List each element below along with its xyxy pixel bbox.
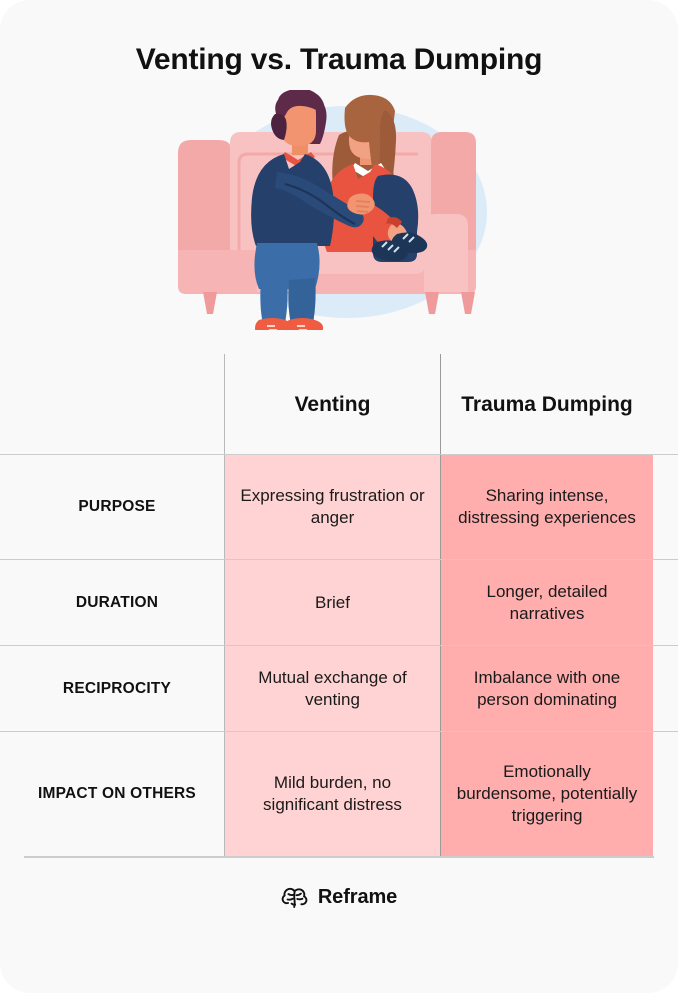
footer-branding: Reframe xyxy=(0,886,678,909)
person1-sweater xyxy=(251,154,334,247)
couch-leg-3 xyxy=(425,292,439,315)
couch-illustration xyxy=(178,90,487,331)
person2-shoe-right xyxy=(391,232,428,254)
brain-icon xyxy=(281,887,308,908)
person1-hair-front xyxy=(277,90,325,118)
row-label-impact-on-others: IMPACT ON OTHERS xyxy=(38,785,196,803)
table-bottom-divider xyxy=(24,856,654,858)
person1-jeans-leg-right xyxy=(288,278,316,325)
couch-leg-1 xyxy=(203,292,217,315)
cell-impact-dumping: Emotionally burdensome, potentially trig… xyxy=(440,732,653,857)
person1-shoe-left xyxy=(255,318,294,331)
person1-jeans-leg-left xyxy=(260,278,288,325)
cell-purpose-venting: Expressing frustration or anger xyxy=(224,455,440,560)
table-row: RECIPROCITY Mutual exchange of venting I… xyxy=(0,645,678,732)
cell-reciprocity-dumping: Imbalance with one person dominating xyxy=(440,646,653,732)
person1-jeans-hip xyxy=(254,243,320,290)
row-label-duration: DURATION xyxy=(75,593,159,611)
cell-purpose-dumping: Sharing intense, distressing experiences xyxy=(440,455,653,560)
row-label-purpose: PURPOSE xyxy=(78,498,156,516)
header-cell-venting: Venting xyxy=(224,354,440,455)
person2-wristband xyxy=(386,217,402,229)
cell-impact-venting: Mild burden, no significant distress xyxy=(224,732,440,857)
header-cell-blank xyxy=(0,354,224,454)
table-row: DURATION Brief Longer, detailed narrativ… xyxy=(0,559,678,646)
row-label-reciprocity: RECIPROCITY xyxy=(62,679,172,697)
table-header-row: Venting Trauma Dumping xyxy=(0,354,678,455)
person1-shoe-stripes xyxy=(267,325,307,331)
couch-leg-4 xyxy=(461,292,475,315)
cell-duration-venting: Brief xyxy=(224,560,440,646)
couch-backrest-seam xyxy=(237,152,418,251)
person2-shoe-laces xyxy=(381,233,415,254)
person1-arm-seam xyxy=(284,183,356,226)
couch-left-arm xyxy=(178,140,232,287)
person1-hand xyxy=(347,193,375,215)
table-row: IMPACT ON OTHERS Mild burden, no signifi… xyxy=(0,731,678,857)
table-row: PURPOSE Expressing frustration or anger … xyxy=(0,454,678,560)
person1-shoe-right xyxy=(285,318,324,331)
brand-name: Reframe xyxy=(317,886,398,909)
page-title: Venting vs. Trauma Dumping xyxy=(135,43,543,76)
header-cell-trauma-dumping: Trauma Dumping xyxy=(440,354,653,455)
comparison-table: Venting Trauma Dumping PURPOSE Expressin… xyxy=(0,354,678,858)
cell-duration-dumping: Longer, detailed narratives xyxy=(440,560,653,646)
cell-reciprocity-venting: Mutual exchange of venting xyxy=(224,646,440,732)
person1-hair-side xyxy=(271,114,287,141)
illustration-container xyxy=(0,90,678,340)
person1-face xyxy=(281,98,316,147)
person1-fingers xyxy=(355,200,371,214)
person-comforting xyxy=(251,90,375,331)
couch-right-arm-front xyxy=(424,214,468,293)
